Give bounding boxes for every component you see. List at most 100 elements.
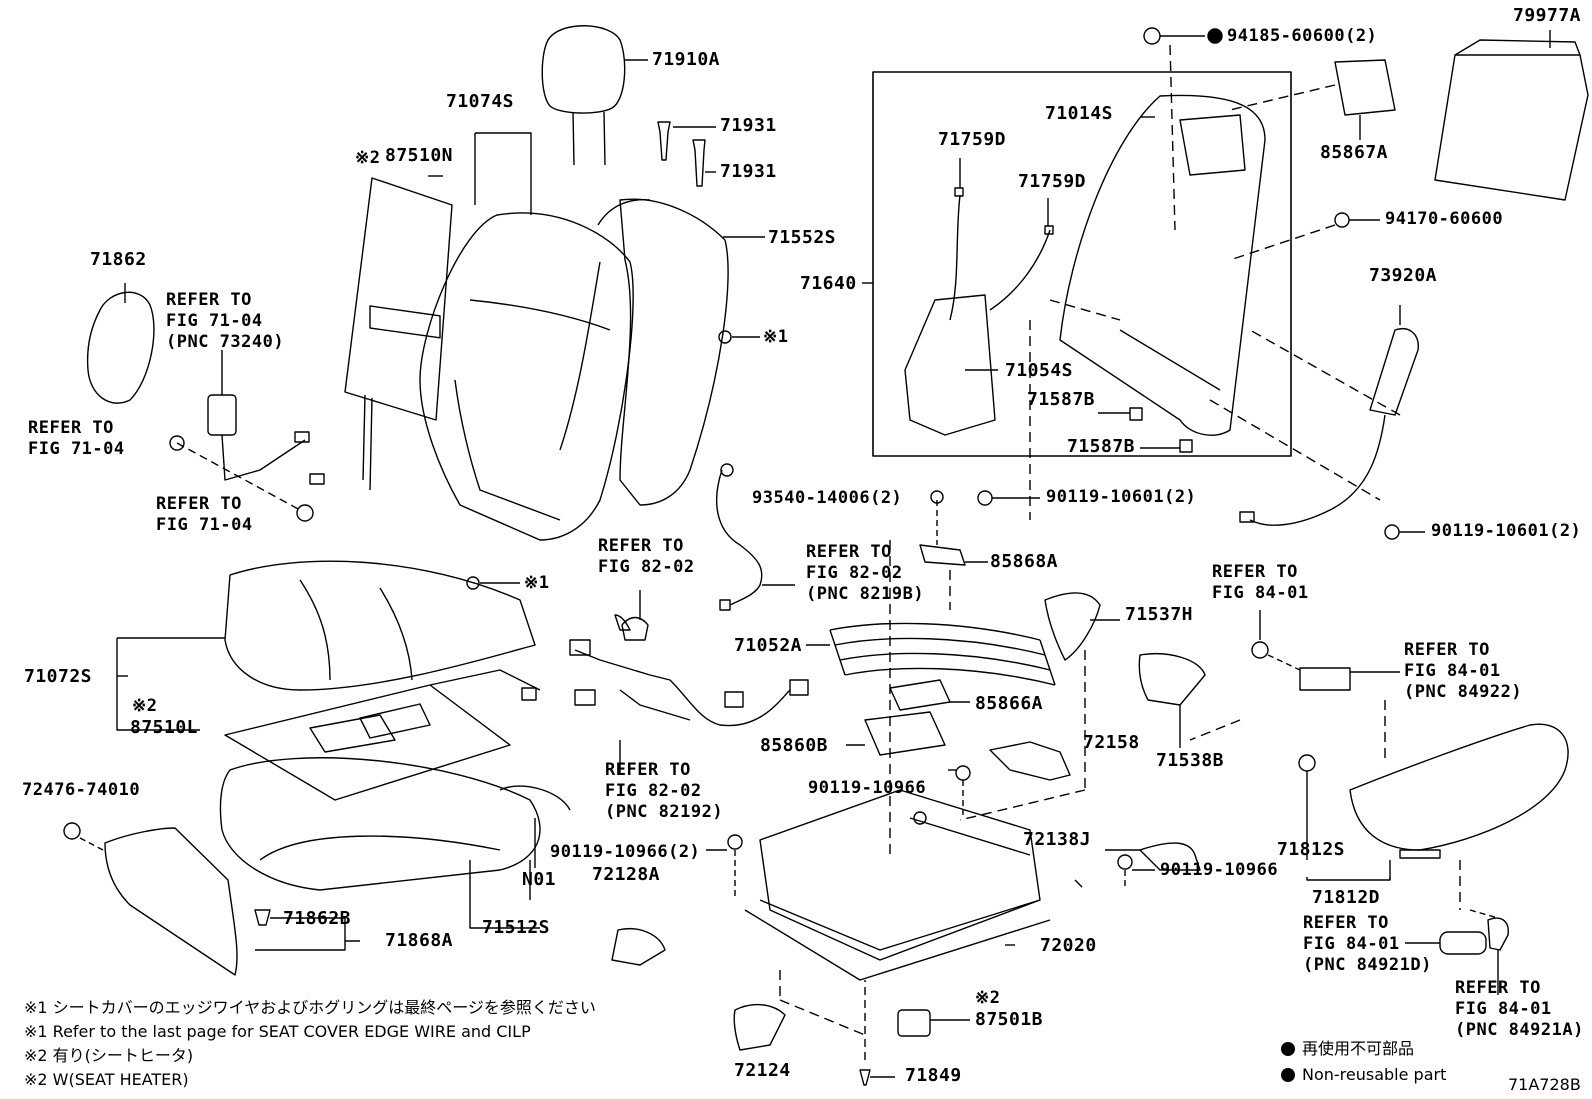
knob-84921A-shape — [1469, 909, 1509, 995]
footnote-ja-1: ※1 シートカバーのエッジワイヤおよびホグリングは最終ページを参照ください — [24, 998, 596, 1017]
part-71868A: 71868A — [385, 930, 454, 951]
part-72020: 72020 — [1040, 935, 1097, 956]
nut-94185-shape — [1143, 27, 1223, 231]
seat-harness-shape — [569, 614, 809, 727]
part-87510L: 87510L — [130, 717, 199, 738]
part-71072S: 71072S — [24, 666, 93, 687]
ref-leaders — [619, 584, 1261, 773]
knob-84921D-shape — [1405, 931, 1487, 955]
bracket-72138J-shape — [1105, 842, 1201, 871]
part-71640: 71640 — [800, 273, 857, 294]
seatbelt-buckle-shape — [169, 350, 325, 522]
headrest-71910A-shape — [541, 25, 648, 166]
airbag-73920A-shape — [1209, 305, 1419, 526]
sensor-85867A-shape — [1229, 59, 1396, 140]
module-85866A-shape — [889, 679, 970, 711]
part-85867A: 85867A — [1320, 142, 1389, 163]
part-71862: 71862 — [90, 249, 147, 270]
part-71512S: 71512S — [482, 917, 551, 938]
bracket-85868A-shape — [919, 490, 988, 566]
mark-87510N: ※2 — [355, 148, 381, 168]
lumbar-71054S-shape — [904, 294, 998, 436]
part-72124: 72124 — [734, 1060, 791, 1081]
wire-71759D-shapes — [949, 158, 1054, 321]
cover-71537H-shape — [1044, 592, 1120, 661]
seatback-pad-71552S-shape — [597, 198, 765, 506]
diagram-code: 71A728B — [1508, 1075, 1581, 1094]
part-72128A: 72128A — [592, 864, 661, 885]
side-shield-71812S-shape — [1251, 641, 1569, 881]
part-87501B: 87501B — [975, 1009, 1044, 1030]
nut-94170-shape — [1229, 212, 1380, 261]
part-71014S: 71014S — [1045, 103, 1114, 124]
part-87510N: 87510N — [385, 145, 454, 166]
part-71552S: 71552S — [768, 227, 837, 248]
part-72158: 72158 — [1083, 732, 1140, 753]
part-90119-10966-b: 90119-10966(2) — [550, 842, 701, 862]
part-71537H: 71537H — [1125, 604, 1194, 625]
recliner-cover-71862-shape — [86, 283, 155, 404]
mark-1-b: ※1 — [524, 573, 550, 593]
cover-72158-shape — [989, 741, 1071, 781]
footnote-en-2: ※2 W(SEAT HEATER) — [24, 1070, 189, 1089]
part-71931-a: 71931 — [720, 115, 777, 136]
front-cover-71868A-shape — [63, 822, 360, 976]
footnote-en-1: ※1 Refer to the last page for SEAT COVER… — [24, 1022, 531, 1041]
cover-72124-shape — [733, 1003, 786, 1051]
part-85860B: 85860B — [760, 735, 829, 756]
part-85866A: 85866A — [975, 693, 1044, 714]
screw-71849-shape — [859, 980, 895, 1086]
mark-87501B: ※2 — [975, 988, 1001, 1008]
seatback-cover-71074S-shape — [419, 132, 634, 541]
clip-71587B-shapes — [1098, 407, 1193, 453]
part-72476-74010: 72476-74010 — [22, 780, 141, 800]
frame-71014S-shape — [1059, 94, 1266, 436]
cover-72128A-shape — [611, 928, 666, 966]
part-71759D-a: 71759D — [938, 129, 1007, 150]
part-71812D: 71812D — [1312, 887, 1381, 908]
part-90119-10966-c: 90119-10966 — [1160, 860, 1279, 880]
part-90119-10601-b: 90119-10601(2) — [1431, 521, 1582, 541]
part-90119-10966-a: 90119-10966 — [808, 778, 927, 798]
part-71538B: 71538B — [1156, 750, 1225, 771]
bolt-shapes — [706, 490, 1425, 900]
part-71910A: 71910A — [652, 49, 721, 70]
part-71074S: 71074S — [446, 91, 515, 112]
pad-79977A-shape — [1434, 30, 1589, 201]
part-72138J: 72138J — [1023, 829, 1092, 850]
part-90119-10601-a: 90119-10601(2) — [1046, 487, 1197, 507]
harness-93540-shape — [716, 463, 763, 611]
part-71587B-a: 71587B — [1027, 389, 1096, 410]
part-71812S: 71812S — [1277, 839, 1346, 860]
pin-71931-shapes — [657, 121, 716, 187]
seat-adjuster-72020-shape — [744, 789, 1051, 981]
module-85860B-shape — [846, 711, 946, 756]
part-94170-60600: 94170-60600 — [1385, 209, 1504, 229]
part-71849: 71849 — [905, 1065, 962, 1086]
part-71587B-b: 71587B — [1067, 436, 1136, 457]
cushion-pad-71512S-shape — [219, 757, 571, 929]
legend-non-reusable-ja: 再使用不可部品 — [1302, 1039, 1415, 1058]
part-71862B: 71862B — [283, 908, 352, 929]
seatback-heater-87510N-shape — [344, 175, 453, 491]
cushion-heater-87510L-shape — [224, 669, 541, 801]
part-93540-14006: 93540-14006(2) — [752, 488, 903, 508]
cover-71538B-shape — [1138, 653, 1206, 748]
part-85868A: 85868A — [990, 551, 1059, 572]
footnote-ja-2: ※2 有り(シートヒータ) — [24, 1046, 194, 1065]
cushion-cover-71072S-shape — [116, 560, 536, 731]
part-N01: N01 — [522, 869, 557, 890]
mark-1-a: ※1 — [763, 327, 789, 347]
part-71054S: 71054S — [1005, 360, 1074, 381]
